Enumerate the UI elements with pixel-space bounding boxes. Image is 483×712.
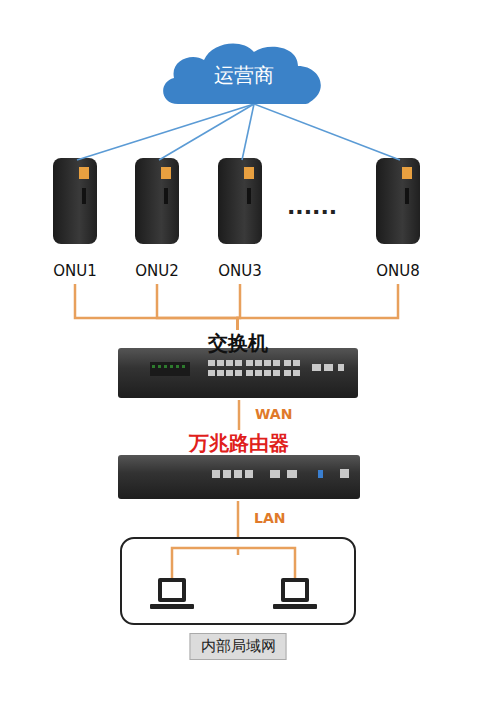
- lan-group-box: 内部局域网: [120, 537, 356, 625]
- node-label: ONU8: [363, 262, 433, 280]
- router-device: [118, 455, 360, 499]
- connector-line: [237, 501, 240, 537]
- ellipsis-label: ......: [287, 194, 337, 219]
- node-label: 内部局域网: [190, 633, 287, 660]
- node-label: 交换机: [115, 330, 360, 357]
- lan-wiring: [172, 548, 295, 580]
- connector-line: [159, 104, 254, 160]
- connector-line: [242, 104, 254, 160]
- computer-icon: [150, 578, 317, 609]
- connector-line: [254, 104, 400, 160]
- connector-line: [238, 400, 241, 430]
- node-label: ONU2: [122, 262, 192, 280]
- cloud-node: 运营商: [158, 38, 330, 110]
- router-node: 万兆路由器: [115, 430, 363, 501]
- onu-device: ONU2: [122, 158, 192, 284]
- node-label: ONU3: [205, 262, 275, 280]
- edge-label: WAN: [255, 406, 292, 422]
- node-label: 万兆路由器: [115, 430, 363, 457]
- edge-label: LAN: [254, 510, 285, 526]
- connector-line: [157, 284, 238, 330]
- connector-line: [77, 104, 254, 160]
- switch-device: [118, 348, 358, 398]
- node-label: 运营商: [158, 62, 330, 89]
- switch-node: 交换机: [115, 330, 360, 400]
- onu-device: ONU1: [40, 158, 110, 284]
- connector-line: [75, 284, 238, 330]
- node-label: ONU1: [40, 262, 110, 280]
- onu-device: ONU3: [205, 158, 275, 284]
- onu-device: [53, 158, 420, 244]
- connector-line: [238, 284, 399, 330]
- onu-device: ONU8: [363, 158, 433, 284]
